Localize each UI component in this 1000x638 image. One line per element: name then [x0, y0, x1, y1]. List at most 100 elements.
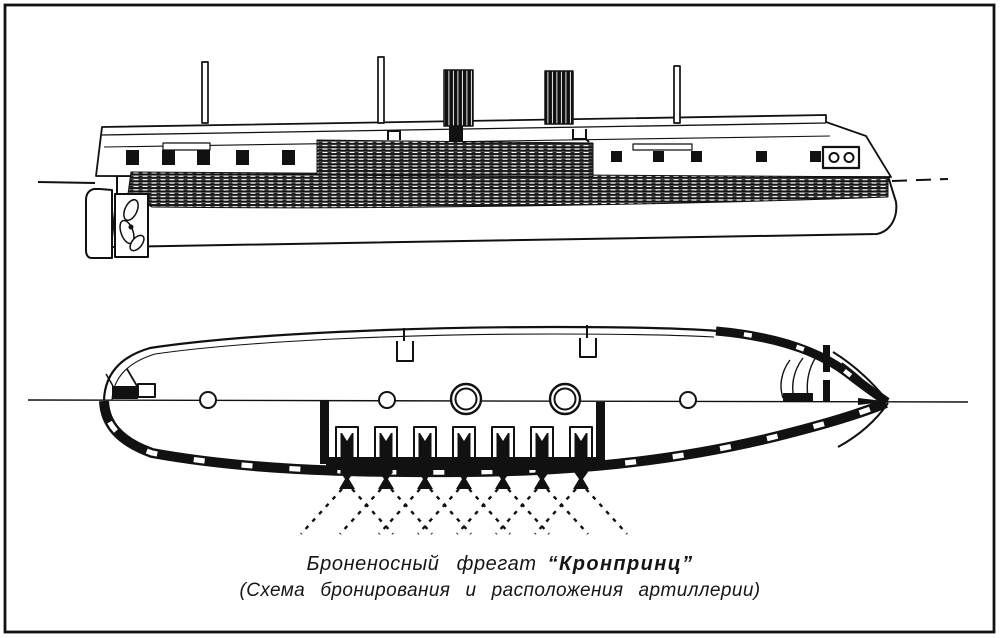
ram-bow	[832, 351, 889, 448]
plan-belt-port-dashes	[101, 400, 887, 475]
gun-muzzle	[534, 472, 550, 489]
firing-arc-left	[417, 488, 460, 535]
gun-port-fore	[653, 151, 664, 162]
gun-muzzle	[573, 472, 589, 489]
plan-centerline	[27, 399, 969, 403]
rudder	[85, 188, 113, 259]
gun-muzzle	[339, 472, 355, 489]
waterline-fore	[891, 178, 949, 182]
funnel	[544, 70, 574, 125]
gun-muzzle	[456, 472, 472, 489]
hawse-box	[821, 145, 861, 170]
funnel-circle-inner	[454, 387, 478, 411]
firing-arc-right	[390, 488, 433, 535]
gun-breech-notch	[576, 433, 586, 441]
gun-barrel	[457, 433, 471, 472]
funnel-circle-inner	[553, 387, 577, 411]
bow-structure	[780, 345, 831, 401]
centerline-circles	[199, 382, 697, 416]
gun-barrel	[496, 433, 510, 472]
gun-muzzle	[378, 472, 394, 489]
gun-breech-notch	[459, 433, 469, 441]
gun-breech-notch	[498, 433, 508, 441]
gun-port-aft	[162, 150, 175, 165]
gun-breech-notch	[537, 433, 547, 441]
mast-circle	[679, 391, 697, 409]
armor-belt-side	[127, 171, 889, 209]
gun-barrel	[379, 433, 393, 472]
armor-casemate-side	[316, 139, 594, 178]
firing-arc-right	[546, 488, 589, 535]
firing-arc-right	[585, 488, 628, 535]
masts	[201, 56, 681, 124]
firing-arc-left	[378, 488, 421, 535]
mast-circle	[378, 391, 396, 409]
gun-muzzle	[495, 472, 511, 489]
gun-breech-notch	[420, 433, 430, 441]
firing-arc-left	[534, 488, 577, 535]
funnel	[443, 69, 474, 127]
battery-guns	[300, 426, 628, 535]
deck-hatch-fittings	[396, 325, 597, 362]
gun-breech-notch	[381, 433, 391, 441]
frame-border	[3, 3, 996, 634]
figure-caption: Броненосный фрегат “Кронпринц” (Схема бро…	[0, 552, 1000, 603]
plan-hull-top	[102, 325, 719, 401]
gun-breech-notch	[342, 433, 352, 441]
funnels	[443, 69, 574, 127]
battery-gun	[456, 426, 550, 535]
gun-port-fore	[611, 151, 622, 162]
caption-title-prefix: Броненосный фрегат	[306, 553, 537, 575]
caption-subtitle: (Схема бронирования и расположения артил…	[239, 580, 761, 601]
plan-hull-top-inner	[111, 333, 715, 401]
side-gun-ports	[126, 150, 821, 165]
deck-fitting-vent	[572, 129, 590, 143]
caption-ship-name: “Кронпринц”	[547, 553, 694, 575]
gun-port-aft	[236, 150, 249, 165]
gun-port-aft	[126, 150, 139, 165]
mast-circle	[199, 391, 217, 409]
mast	[201, 61, 209, 124]
gun-port-fore	[810, 151, 821, 162]
gangway-notch-aft	[162, 142, 211, 151]
gun-port-aft	[282, 150, 295, 165]
battery-gun	[339, 426, 433, 535]
stern-fitting	[105, 368, 156, 399]
gun-barrel	[340, 433, 354, 472]
gangway-notch-fore	[632, 143, 693, 151]
firing-arc-right	[351, 488, 394, 535]
propeller	[114, 193, 149, 258]
gun-barrel	[418, 433, 432, 472]
funnel-base	[449, 126, 463, 142]
battery-bulkhead-aft	[320, 400, 329, 464]
battery-bulkhead-fore	[596, 402, 605, 466]
plan-bow-port-dashes	[715, 328, 889, 404]
plan-view	[27, 325, 969, 535]
gun-barrel	[535, 433, 549, 472]
caption-title: Броненосный фрегат “Кронпринц”	[0, 552, 1000, 577]
mast	[673, 65, 681, 124]
deck-line	[101, 122, 827, 136]
side-view	[37, 56, 949, 259]
battery-gun	[417, 426, 511, 535]
gun-port-fore	[691, 151, 702, 162]
battery-gun	[495, 426, 589, 535]
firing-arc-left	[456, 488, 499, 535]
battery-gun	[534, 426, 628, 535]
deck-fitting-companion	[387, 130, 401, 140]
firing-arc-right	[429, 488, 472, 535]
waterline-aft	[37, 181, 96, 184]
mast	[377, 56, 385, 124]
firing-arc-left	[339, 488, 382, 535]
gun-muzzle	[417, 472, 433, 489]
firing-arc-right	[468, 488, 511, 535]
firing-arc-right	[507, 488, 550, 535]
battery-gun	[378, 426, 472, 535]
firing-arc-left	[300, 488, 343, 535]
gun-port-fore	[756, 151, 767, 162]
plan-armor-belt-bow	[715, 326, 890, 406]
gun-port-aft	[197, 150, 210, 165]
gun-barrel	[574, 433, 588, 472]
